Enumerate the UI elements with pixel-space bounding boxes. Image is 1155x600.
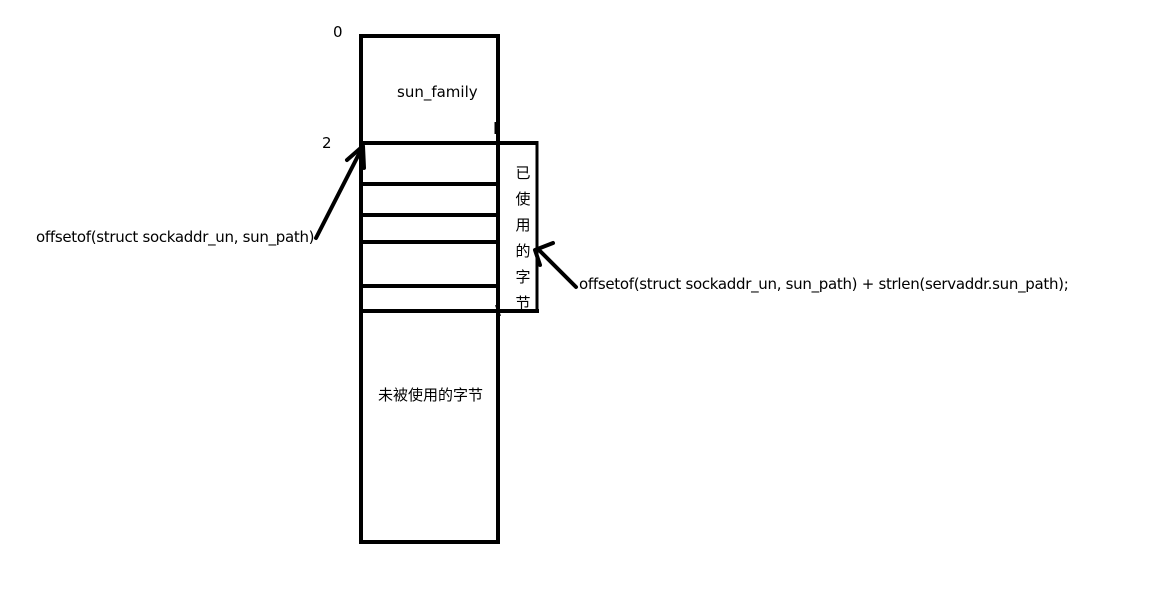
used-bytes-char: 的 bbox=[515, 242, 531, 260]
end-offset-arrow bbox=[536, 247, 578, 289]
used-bytes-char: 用 bbox=[515, 216, 531, 234]
sun-path-offset-arrow bbox=[314, 148, 363, 240]
used-bytes-label: 已 使 用 的 字 节 bbox=[509, 160, 537, 316]
used-bytes-char: 字 bbox=[515, 268, 531, 286]
used-bytes-char: 使 bbox=[515, 190, 531, 208]
sun-path-offset-label: offsetof(struct sockaddr_un, sun_path) bbox=[36, 228, 315, 246]
used-bytes-char: 节 bbox=[515, 294, 531, 312]
end-offset-label: offsetof(struct sockaddr_un, sun_path) +… bbox=[579, 275, 1069, 293]
unused-bytes-label: 未被使用的字节 bbox=[378, 386, 484, 404]
used-bytes-char: 已 bbox=[515, 164, 531, 182]
sockaddr-un-box bbox=[359, 34, 500, 544]
tick-mark bbox=[495, 304, 501, 317]
offset-two-label: 2 bbox=[322, 134, 332, 152]
end-offset-arrowhead bbox=[533, 241, 555, 267]
offset-zero-label: 0 bbox=[333, 23, 343, 41]
sun-path-offset-arrowhead bbox=[345, 144, 366, 170]
sun-family-label: sun_family bbox=[397, 83, 478, 101]
